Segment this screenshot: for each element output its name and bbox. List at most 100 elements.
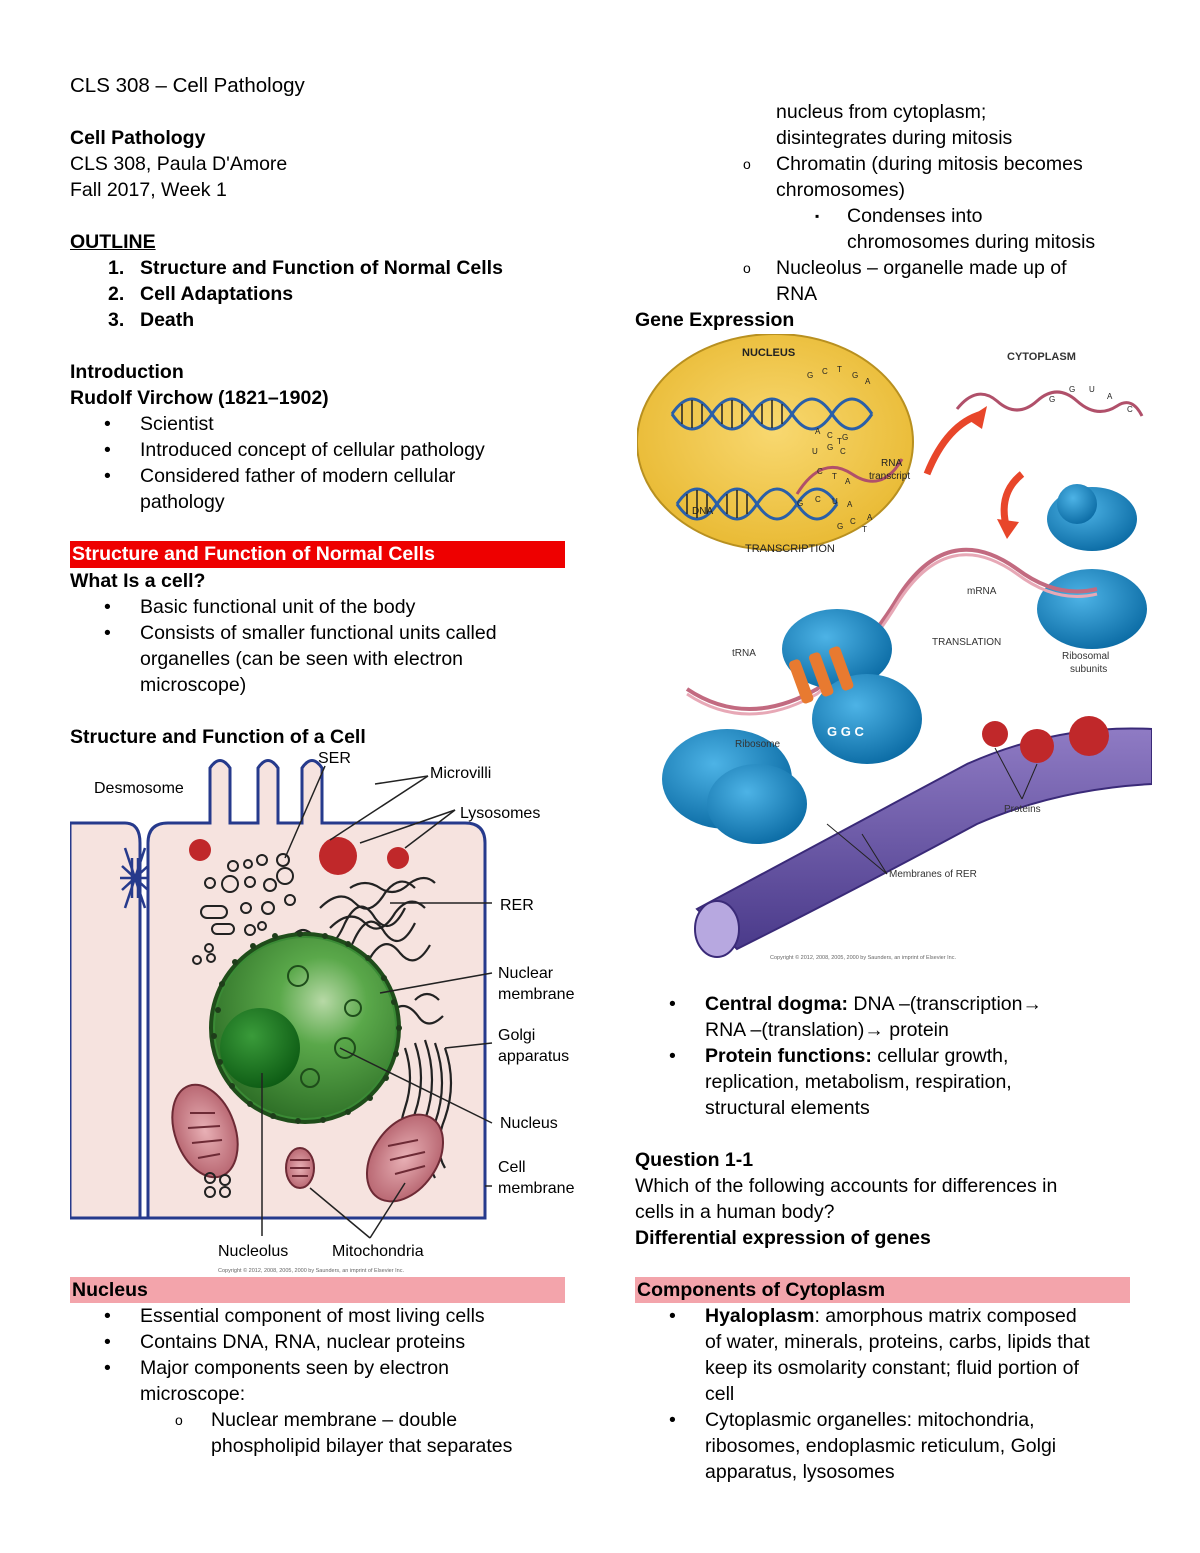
list-item-cont: microscope: <box>140 1383 246 1405</box>
label-ribosome: Ribosome <box>735 739 780 750</box>
label-rer: RER <box>500 897 534 914</box>
list-item-cont: of water, minerals, proteins, carbs, lip… <box>705 1331 1090 1353</box>
svg-text:A: A <box>867 513 873 522</box>
label-nucleolus: Nucleolus <box>218 1243 288 1260</box>
list-item: •Hyaloplasm: amorphous matrix composed <box>669 1305 1077 1327</box>
label-ggc: G G C <box>827 724 864 739</box>
gene-expression-heading: Gene Expression <box>635 309 795 331</box>
outline-item: 1.Structure and Function of Normal Cells <box>108 257 503 279</box>
trna-icon <box>788 646 854 704</box>
svg-text:C: C <box>840 447 846 456</box>
svg-text:C: C <box>850 517 856 526</box>
intro-heading: Introduction <box>70 361 184 383</box>
svg-text:G: G <box>842 433 848 442</box>
document-header: CLS 308 – Cell Pathology <box>70 74 305 97</box>
figure-copyright: Copyright © 2012, 2008, 2005, 2000 by Sa… <box>770 954 956 961</box>
right-column-top: nucleus from cytoplasm; disintegrates du… <box>635 99 1135 333</box>
label-membranes-rer: Membranes of RER <box>889 869 977 880</box>
svg-text:G: G <box>807 371 813 380</box>
virchow-heading: Rudolf Virchow (1821–1902) <box>70 387 329 409</box>
list-item: •Considered father of modern cellular <box>104 465 456 487</box>
question-answer: Differential expression of genes <box>635 1227 931 1249</box>
list-item-cont: disintegrates during mitosis <box>776 127 1013 149</box>
svg-text:C: C <box>827 431 833 440</box>
sub-sub-list-item: ▪Condenses into <box>815 205 983 227</box>
list-item: •Scientist <box>104 413 214 435</box>
left-column: CLS 308 – Cell Pathology Cell Pathology … <box>70 73 570 750</box>
nucleus-section: Nucleus •Essential component of most liv… <box>70 1277 570 1459</box>
label-mitochondria: Mitochondria <box>332 1243 424 1260</box>
list-item-cont: pathology <box>140 491 225 513</box>
svg-text:A: A <box>815 427 821 436</box>
label-lysosomes: Lysosomes <box>460 805 540 822</box>
svg-text:T: T <box>832 472 837 481</box>
svg-text:C: C <box>1127 405 1133 414</box>
question-heading: Question 1-1 <box>635 1149 754 1171</box>
right-column-bottom: •Central dogma: DNA –(transcription→ RNA… <box>635 991 1145 1485</box>
svg-text:A: A <box>845 477 851 486</box>
list-item-cont: RNA –(translation)→ protein <box>705 1019 949 1041</box>
svg-text:G: G <box>797 499 803 508</box>
outline-item: 2.Cell Adaptations <box>108 283 294 305</box>
svg-text:T: T <box>837 437 842 446</box>
outline-item: 3.Death <box>108 309 195 331</box>
section-heading-normal-cells: Structure and Function of Normal Cells <box>70 541 565 568</box>
svg-text:U: U <box>1089 385 1095 394</box>
label-trna: tRNA <box>732 648 756 659</box>
label-rna: RNA <box>881 458 902 469</box>
list-item-cont: RNA <box>776 283 818 305</box>
list-item-cont: apparatus, lysosomes <box>705 1461 895 1483</box>
label-cell-membrane: membrane <box>498 1180 575 1197</box>
list-item: •Introduced concept of cellular patholog… <box>104 439 485 461</box>
label-nucleus: Nucleus <box>500 1115 558 1132</box>
list-item-cont: ribosomes, endoplasmic reticulum, Golgi <box>705 1435 1057 1457</box>
svg-text:G: G <box>1069 385 1075 394</box>
list-item: •Essential component of most living cell… <box>104 1305 485 1327</box>
label-microvilli: Microvilli <box>430 765 491 782</box>
course-line: CLS 308, Paula D'Amore <box>70 153 288 175</box>
label-rna-transcript: transcript <box>869 471 910 482</box>
list-item-cont: microscope) <box>140 674 247 696</box>
svg-text:G: G <box>837 522 843 531</box>
question-text: cells in a human body? <box>635 1201 835 1223</box>
svg-text:G: G <box>827 443 833 452</box>
desmosome-icon <box>120 847 150 909</box>
list-item: •Protein functions: cellular growth, <box>669 1045 1009 1067</box>
mitochondria-icon <box>171 1083 445 1203</box>
svg-text:A: A <box>1107 392 1113 401</box>
list-item-cont: keep its osmolarity constant; fluid port… <box>705 1357 1079 1379</box>
label-transcription: TRANSCRIPTION <box>745 543 835 555</box>
list-item-cont: replication, metabolism, respiration, <box>705 1071 1012 1093</box>
svg-text:C: C <box>822 367 828 376</box>
outline-heading: OUTLINE <box>70 231 156 253</box>
list-item: •Cytoplasmic organelles: mitochondria, <box>669 1409 1035 1431</box>
document-title: Cell Pathology <box>70 127 206 149</box>
label-ribosomal-subunits: subunits <box>1070 664 1107 675</box>
sub-list-item-cont: phospholipid bilayer that separates <box>211 1435 513 1457</box>
cell-figure-heading: Structure and Function of a Cell <box>70 726 366 748</box>
label-mrna: mRNA <box>967 586 997 597</box>
list-item: •Central dogma: DNA –(transcription→ <box>669 993 1042 1015</box>
svg-text:A: A <box>865 377 871 386</box>
label-cytoplasm: CYTOPLASM <box>1007 351 1076 363</box>
svg-text:T: T <box>862 525 867 534</box>
list-item: •Basic functional unit of the body <box>104 596 416 618</box>
label-golgi: Golgi <box>498 1027 535 1044</box>
label-proteins: Proteins <box>1004 804 1041 815</box>
svg-text:G: G <box>852 371 858 380</box>
svg-text:C: C <box>815 495 821 504</box>
list-item-cont: nucleus from cytoplasm; <box>776 101 987 123</box>
svg-text:A: A <box>847 500 853 509</box>
list-item-cont: chromosomes) <box>776 179 905 201</box>
list-item-cont: structural elements <box>705 1097 870 1119</box>
svg-text:U: U <box>812 447 818 456</box>
list-item-cont: organelles (can be seen with electron <box>140 648 464 670</box>
svg-text:U: U <box>832 497 838 506</box>
label-cell: Cell <box>498 1159 526 1176</box>
svg-text:C: C <box>817 467 823 476</box>
svg-text:T: T <box>837 365 842 374</box>
